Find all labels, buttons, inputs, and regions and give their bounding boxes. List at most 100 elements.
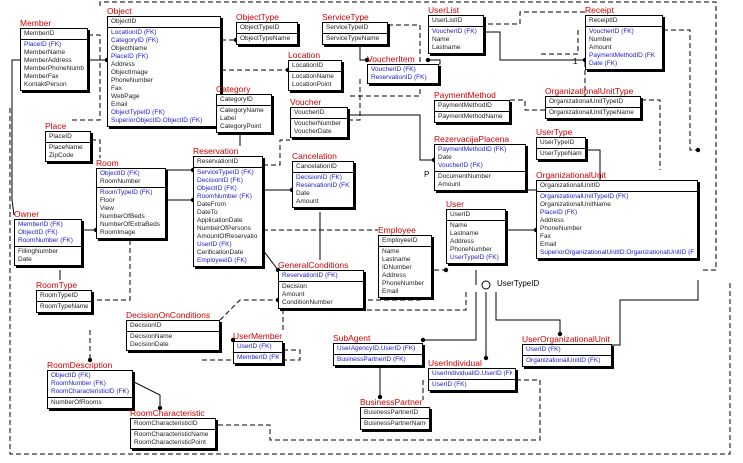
- entity-title: Owner: [14, 209, 40, 219]
- attribute: ServiceTypeName: [326, 35, 380, 42]
- primary-key-section: ReservationID (FK): [279, 271, 363, 281]
- key-attribute: ServiceTypeID: [326, 24, 369, 31]
- relationship-line: [495, 292, 561, 334]
- key-attribute: OrganizationalUnitID: [540, 182, 600, 189]
- attribute: OrganizationalUnitName: [540, 201, 611, 208]
- foreign-key-attribute: RoomCharacteristicID (FK): [51, 388, 129, 395]
- attribute: CerificationDate: [197, 249, 244, 256]
- relationship-line: [663, 29, 698, 151]
- relationship-line: [70, 34, 101, 121]
- entity-table: MemberID (FK)ObjectID (FK)RoomNumber (FK…: [14, 219, 82, 266]
- attribute-section: LocationID (FK)CategoryID (FK)ObjectName…: [108, 27, 220, 126]
- attribute: PhoneNumber: [111, 77, 153, 84]
- attribute: NumberOfPersons: [197, 225, 251, 232]
- entity-title: RoomDescription: [47, 360, 113, 370]
- primary-key-section: EmployeeID: [379, 236, 431, 246]
- attribute-section: NumberOfRooms: [48, 397, 132, 408]
- key-attribute: VoucherID: [294, 109, 325, 116]
- foreign-key-attribute: ObjectID (FK): [197, 185, 237, 192]
- entity-table: ObjectID LocationID (FK)CategoryID (FK)Ob…: [107, 16, 221, 127]
- foreign-key-attribute: UserID (FK): [237, 343, 272, 350]
- relationship-line: [348, 78, 361, 121]
- primary-key-section: ObjectID (FK)RoomNumber (FK)RoomCharacte…: [48, 371, 132, 397]
- subtype-discriminator-symbol: [481, 280, 491, 290]
- foreign-key-attribute: ObjectID (FK): [18, 229, 58, 236]
- attribute: RoomCharacteristicPoint: [134, 439, 206, 446]
- entity-title: PaymentMethod: [434, 90, 496, 100]
- attribute: Name: [450, 222, 468, 229]
- key-attribute: ObjectID: [111, 18, 137, 25]
- discriminator-label: UserTypeID: [497, 279, 540, 288]
- attribute: Amount: [589, 44, 612, 51]
- attribute-section: VoucherID (FK)ReservationID (FK): [368, 65, 438, 83]
- primary-key-section: MemberID: [21, 29, 87, 39]
- key-attribute: OrganizationalUnitTypeID: [549, 98, 624, 105]
- attribute: Name: [432, 36, 450, 43]
- foreign-key-attribute: SuperiorOrganizationalUnitID.Organizatio…: [540, 249, 694, 256]
- attribute: ZipCode: [49, 152, 74, 159]
- foreign-key-attribute: CategoryID (FK): [111, 37, 159, 44]
- relationship-line: [348, 24, 421, 97]
- attribute: PlaceName: [49, 144, 83, 151]
- cardinality-dot: [557, 331, 563, 337]
- foreign-key-attribute: UserID (FK): [526, 346, 561, 353]
- attribute: Email: [111, 101, 128, 108]
- foreign-key-attribute: PaymentMethodID (FK): [438, 146, 507, 153]
- foreign-key-attribute: ReservationID (FK): [282, 272, 338, 279]
- key-attribute: PaymentMethodID: [438, 102, 492, 109]
- foreign-key-attribute: UserIndividualID.UserID (FK): [432, 370, 512, 377]
- entity-table: UserIndividualID.UserID (FK)UserID (FK): [428, 368, 516, 391]
- entity-table: VoucherID (FK)ReservationID (FK): [367, 64, 439, 84]
- entity-title: SubAgent: [333, 333, 371, 343]
- attribute: FillingNumber: [18, 248, 59, 255]
- entity-title: Receipt: [585, 5, 614, 15]
- attribute-section: OrganizationalUnitID (FK): [523, 355, 611, 366]
- foreign-key-attribute: MemberID (FK): [237, 354, 279, 361]
- entity-title: GeneralConditions: [278, 260, 349, 270]
- primary-key-section: OrganizationalUnitID: [537, 181, 697, 191]
- attribute: Amount: [296, 198, 319, 205]
- primary-key-section: LocationID: [289, 61, 341, 71]
- cardinality-dot: [443, 267, 449, 273]
- primary-key-section: ReceiptID: [586, 16, 662, 26]
- attribute-section: RoomTypeName: [37, 301, 91, 312]
- entity-title: User: [446, 199, 464, 209]
